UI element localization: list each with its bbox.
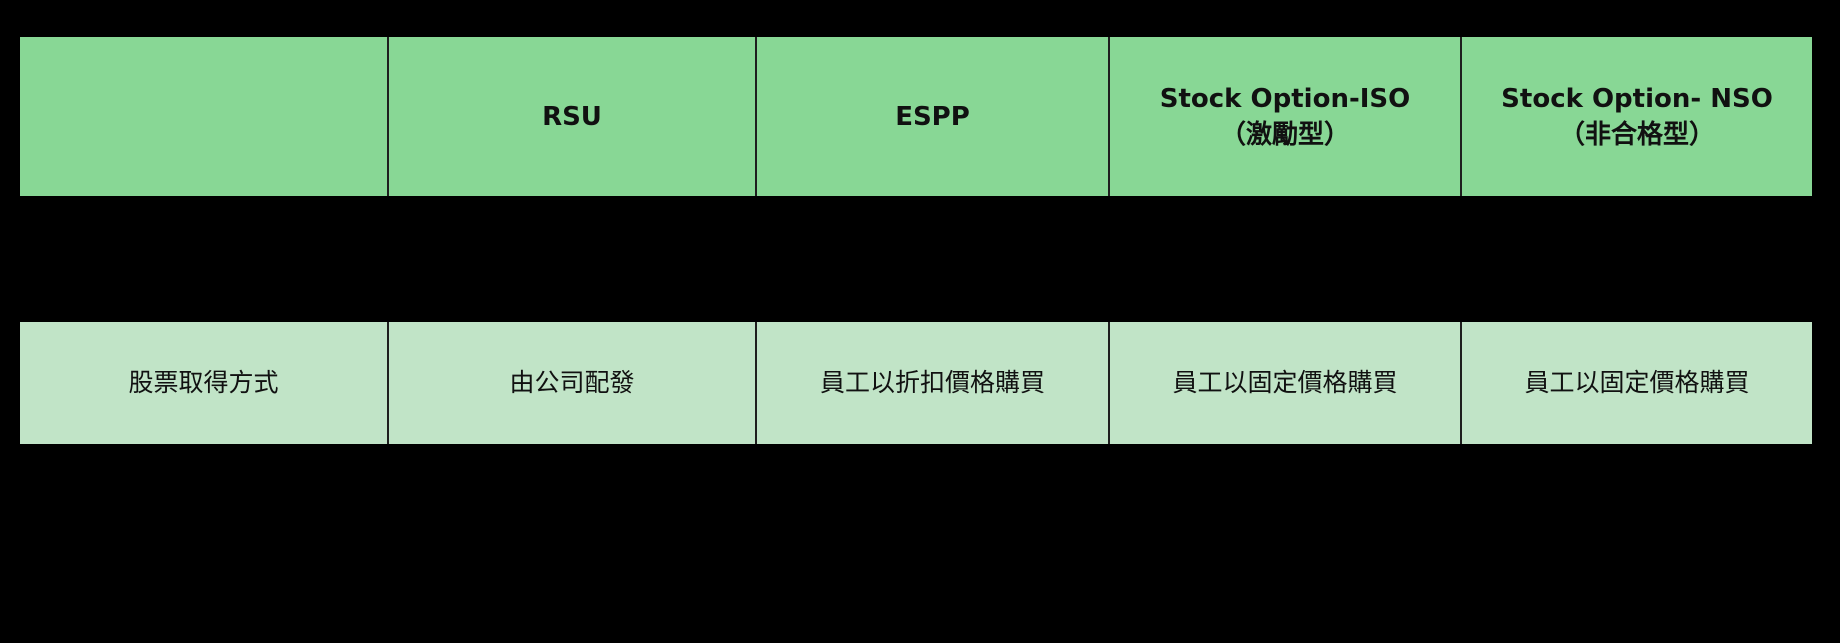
table-header-row: RSU ESPP Stock Option-ISO （激勵型） Stock Op… <box>20 37 1812 196</box>
blank-cell <box>1460 196 1812 322</box>
header-label: Stock Option- NSO <box>1501 83 1773 114</box>
blank-cell <box>20 196 387 322</box>
header-sublabel: （激勵型） <box>1219 119 1350 150</box>
table-row-acquisition-method: 股票取得方式 由公司配發 員工以折扣價格購買 員工以固定價格購買 員工以固定價格… <box>20 322 1812 444</box>
cell-value: 員工以固定價格購買 <box>1172 368 1398 397</box>
header-cell-stock-option-nso: Stock Option- NSO （非合格型） <box>1460 37 1812 196</box>
header-label: RSU <box>542 101 602 132</box>
header-sublabel: （非合格型） <box>1558 119 1715 150</box>
cell-value: 員工以折扣價格購買 <box>819 368 1045 397</box>
cell-value: 員工以固定價格購買 <box>1524 368 1750 397</box>
header-label: ESPP <box>895 101 970 132</box>
blank-cell <box>387 196 755 322</box>
blank-cell <box>1108 196 1460 322</box>
header-cell-empty <box>20 37 387 196</box>
table-cell-nso: 員工以固定價格購買 <box>1460 322 1812 444</box>
table-cell-espp: 員工以折扣價格購買 <box>755 322 1108 444</box>
header-cell-stock-option-iso: Stock Option-ISO （激勵型） <box>1108 37 1460 196</box>
header-cell-espp: ESPP <box>755 37 1108 196</box>
header-cell-rsu: RSU <box>387 37 755 196</box>
blank-row <box>20 196 1812 322</box>
header-label: Stock Option-ISO <box>1159 83 1411 114</box>
row-label-cell: 股票取得方式 <box>20 322 387 444</box>
cell-value: 由公司配發 <box>509 368 635 397</box>
table-cell-rsu: 由公司配發 <box>387 322 755 444</box>
row-label: 股票取得方式 <box>128 368 279 397</box>
blank-cell <box>755 196 1108 322</box>
table-cell-iso: 員工以固定價格購買 <box>1108 322 1460 444</box>
